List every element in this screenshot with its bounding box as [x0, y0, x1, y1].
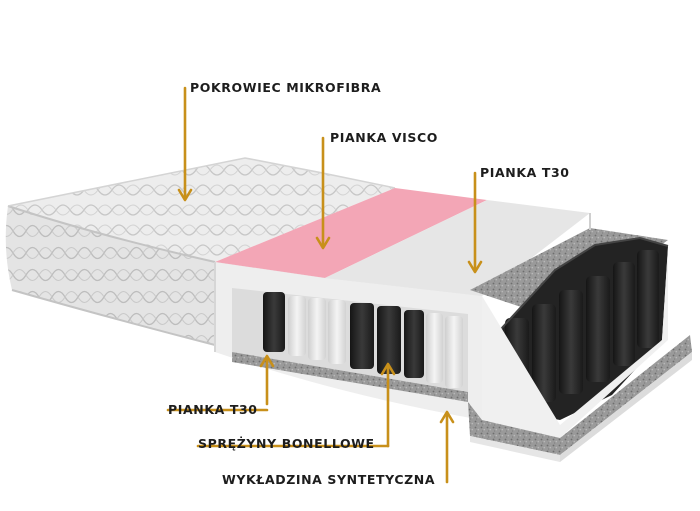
t30-foam-top-layer: [325, 200, 590, 296]
arrow-springs: [196, 362, 396, 448]
cover-side: [5, 206, 215, 345]
label-t30-foam-bottom: PIANKA T30: [168, 402, 258, 417]
visco-foam-layer: [215, 188, 487, 278]
arrow-cover: [177, 86, 193, 202]
arrow-t30-bottom: [166, 354, 275, 412]
label-visco-foam: PIANKA VISCO: [330, 130, 438, 145]
label-bonnell-springs: SPRĘŻYNY BONELLOWE: [198, 436, 375, 451]
synthetic-felt-bottom: [232, 352, 468, 402]
front-spring-row: [263, 292, 463, 388]
arrow-visco: [315, 136, 331, 250]
arrow-t30-top: [467, 171, 483, 274]
cover-top: [8, 158, 395, 262]
synthetic-felt-bottom-right: [468, 335, 692, 455]
arrow-felt: [439, 410, 455, 484]
label-t30-foam-top: PIANKA T30: [480, 165, 570, 180]
label-cover: POKROWIEC MIKROFIBRA: [190, 80, 382, 95]
label-synthetic-felt: WYKŁADZINA SYNTETYCZNA: [222, 472, 436, 487]
